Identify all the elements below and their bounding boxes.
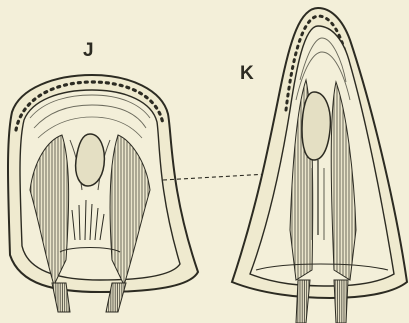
- dashed-connector-line: [163, 174, 268, 180]
- label-j: J: [83, 41, 94, 60]
- figure-k-right-tentacle: [334, 280, 348, 323]
- figure-k: [232, 8, 407, 323]
- label-k: K: [240, 64, 254, 83]
- figure-k-central-body: [302, 92, 330, 160]
- figure-j: [8, 75, 198, 312]
- figure-j-central-body: [76, 134, 105, 186]
- figure-k-left-tentacle: [296, 280, 310, 323]
